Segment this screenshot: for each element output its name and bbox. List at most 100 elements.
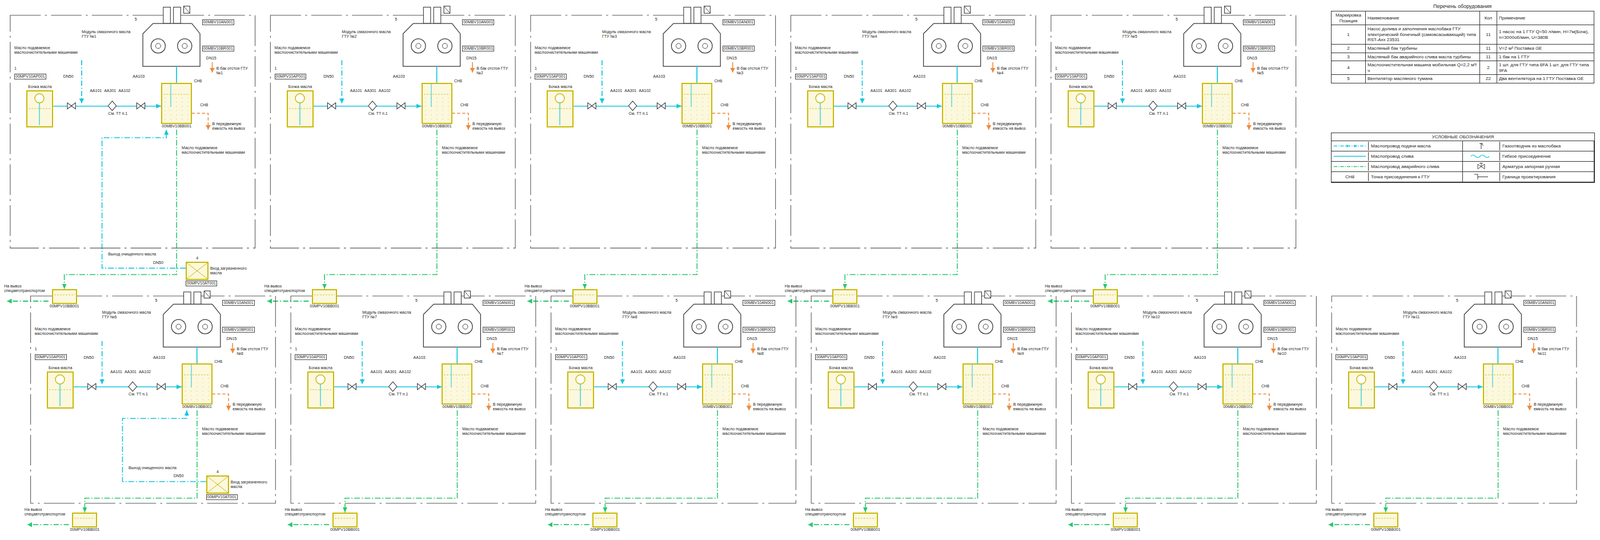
oil-dots <box>1205 114 1207 115</box>
turbine-housing <box>943 303 1001 347</box>
shutoff-valve <box>1197 383 1206 390</box>
tag-label: 00MBV10AN001 <box>482 299 515 306</box>
oil-dots <box>436 114 437 115</box>
oil-dots <box>182 114 183 115</box>
frame-border <box>1331 295 1577 504</box>
shape-box <box>702 363 733 405</box>
module-label: Модуль смазочного масла ГТУ №2 <box>341 29 395 39</box>
box-art <box>1068 91 1094 127</box>
connection-point: СН6 <box>995 359 1004 364</box>
exhaust-stack <box>1484 291 1493 304</box>
oil-pipe <box>1402 341 1404 384</box>
drain-tank: 00MPV10BB001 <box>849 512 881 533</box>
pump-symbol <box>1356 374 1366 384</box>
legend-sample <box>1331 141 1369 151</box>
orange-drain <box>211 62 214 73</box>
oil-dots <box>685 105 687 107</box>
table-cell-text: V=2 м³ Поставка GE <box>1498 45 1593 52</box>
exhaust-stack <box>423 7 431 24</box>
exhaust-stack <box>1234 291 1242 304</box>
oil-dots <box>696 97 698 98</box>
shape-box <box>286 90 314 128</box>
size-label: DN15 <box>1527 336 1538 342</box>
legend-text: Газоотводчик из маслобака <box>1500 143 1561 149</box>
tag-label: 00MPV10AP001 <box>555 354 588 360</box>
oil-dots <box>971 390 973 392</box>
box-art <box>943 83 972 123</box>
tag-label: 00MBV10AN001 <box>982 19 1015 26</box>
valve-label: AA102 <box>1159 88 1172 94</box>
oil-pipe <box>711 364 713 388</box>
oil-dots <box>702 118 704 120</box>
valve-label: AA101 <box>110 369 123 375</box>
shape-box <box>1222 363 1254 405</box>
node-label: 00MBV10BB001 <box>941 123 973 130</box>
oil-barrel: Бочка масла <box>1087 365 1115 409</box>
destination-note: В передвижную емкость на вывоз <box>1253 121 1294 131</box>
flow-note: Масло подаваемое маслоочистительными маш… <box>294 326 372 336</box>
callout-number: 5 <box>134 17 138 22</box>
orange-drain <box>451 113 469 130</box>
oil-barrel: Бочка масла <box>286 84 314 128</box>
node-label: Бочка масла <box>808 84 833 91</box>
module-label: Модуль смазочного масла ГТУ №3 <box>602 29 656 39</box>
table-row: 4Маслоочистительная машина мобильная Q=2… <box>1331 61 1595 75</box>
tag-label: 00MPV10AP001 <box>274 73 307 80</box>
oil-dots <box>977 394 978 396</box>
pump-circle <box>931 38 946 54</box>
table-cell: 2 <box>1480 61 1498 75</box>
valve-label: AA301 <box>364 88 377 94</box>
oil-pipe <box>436 66 438 83</box>
orange-drain <box>732 394 750 411</box>
pipe-connector <box>584 129 698 290</box>
destination-note: На вывоз спецавтотранспортом <box>784 283 828 294</box>
connection-point: СН8 <box>720 102 729 108</box>
oil-dots <box>165 114 166 115</box>
oil-dots <box>968 114 969 115</box>
pump-symbol <box>555 93 565 103</box>
valve-label: AA301 <box>904 369 917 375</box>
destination-note: На вывоз спецавтотранспортом <box>524 283 568 294</box>
tag-label: 00MBV10AN001 <box>222 299 255 306</box>
filter-symbol <box>128 381 137 392</box>
removal-pipe <box>547 523 589 525</box>
shape-box <box>1482 363 1514 405</box>
oil-dots <box>945 97 946 98</box>
drain-tank: 00MPV10BB001 <box>49 289 80 310</box>
oil-dots <box>451 399 452 400</box>
reference-note: См. ТТ п.1 <box>107 111 128 116</box>
table-cell-text: 1 <box>1333 31 1364 38</box>
level-line <box>163 93 190 95</box>
exhaust-stack <box>974 291 982 304</box>
oil-pipe <box>580 383 581 407</box>
level-line <box>569 389 592 390</box>
orange-drain <box>231 342 234 354</box>
table-cell-text: Насос долива и заполнения маслобака ГТУ … <box>1367 26 1478 43</box>
exhaust-stack <box>173 7 182 24</box>
oil-dots <box>1228 118 1230 120</box>
connection-point: СН6 <box>474 359 483 364</box>
oil-dots <box>456 394 458 396</box>
shape-box <box>441 363 473 405</box>
size-label: DN15 <box>206 55 217 61</box>
pump-symbol <box>1096 374 1106 384</box>
oil-dots <box>176 97 178 98</box>
pump-circle <box>691 319 707 334</box>
size-label: DN15 <box>986 55 997 61</box>
connection-point: СН6 <box>1515 359 1524 364</box>
oil-dots <box>708 105 709 107</box>
table-cell: Маркировка Позиция <box>1331 11 1366 26</box>
table-cell: Вентилятор масляного тумана <box>1365 74 1481 84</box>
oil-dots <box>430 114 432 115</box>
node-label: 00MPV10BB001 <box>69 527 100 533</box>
mist-fan <box>1224 6 1231 14</box>
oil-dots <box>983 390 984 392</box>
valve-label: AA102 <box>398 369 411 375</box>
mist-fan <box>704 6 711 14</box>
feed-arrow <box>1346 144 1358 148</box>
valve-label: AA101 <box>1130 88 1143 94</box>
oil-dots <box>207 386 209 387</box>
oil-pipe <box>1492 364 1493 388</box>
oil-dots <box>968 101 969 103</box>
destination-note: На вывоз спецавтотранспортом <box>3 283 47 294</box>
